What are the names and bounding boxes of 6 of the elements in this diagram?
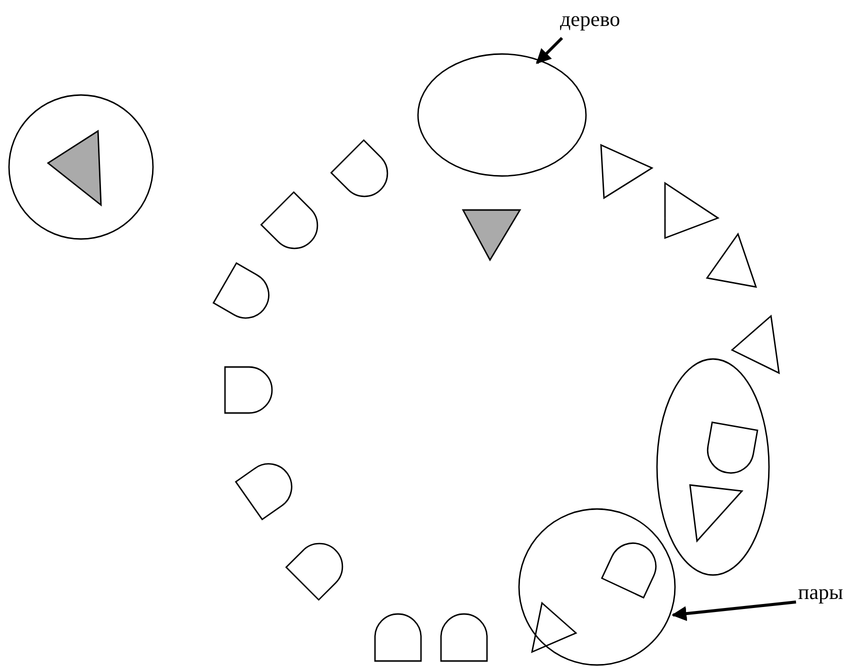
- pair-circle: [518, 508, 676, 666]
- callout-label: дерево: [560, 6, 620, 32]
- leader-arrow: [672, 600, 796, 622]
- leader-arrow: [536, 36, 564, 64]
- callout-label: пары: [798, 579, 844, 605]
- empty-oval: [417, 53, 587, 177]
